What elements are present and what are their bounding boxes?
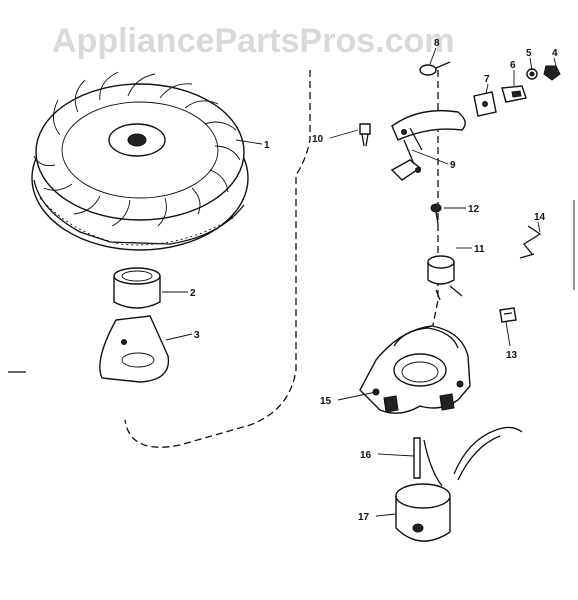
ignition-coil (395, 483, 451, 542)
callout-13: 13 (506, 350, 518, 361)
callout-5: 5 (526, 48, 532, 59)
flywheel (31, 71, 249, 251)
lead-wire-2 (457, 435, 501, 481)
callout-6: 6 (510, 60, 516, 71)
bracket-clip (501, 85, 527, 103)
wire (519, 225, 542, 259)
callout-4: 4 (552, 48, 558, 59)
callout-2: 2 (190, 288, 196, 299)
leader-lines (162, 47, 557, 517)
nut (543, 65, 561, 81)
callout-labels: 1 2 3 4 5 6 7 8 9 10 11 12 13 14 15 16 1… (190, 38, 558, 523)
screw-left (359, 123, 371, 147)
washer (526, 68, 538, 80)
callout-14: 14 (534, 212, 546, 223)
small-clip (499, 307, 517, 323)
callout-17: 17 (358, 512, 370, 523)
pin (413, 437, 443, 487)
condenser (427, 255, 463, 301)
pad (473, 91, 497, 117)
point-bracket (390, 109, 466, 181)
callout-3: 3 (194, 330, 200, 341)
watermark: AppliancePartsPros.com (52, 22, 454, 60)
screw (419, 61, 451, 76)
callout-10: 10 (312, 134, 324, 145)
screw-center (430, 203, 442, 225)
sleeve (113, 267, 161, 309)
callout-9: 9 (450, 160, 456, 171)
callout-7: 7 (484, 74, 490, 85)
callout-12: 12 (468, 204, 480, 215)
lead-wire (453, 426, 523, 475)
mounting-plate (359, 325, 471, 414)
callout-11: 11 (474, 244, 485, 255)
key-plate (99, 315, 170, 383)
assembly-guide-left (124, 70, 311, 448)
callout-15: 15 (320, 396, 332, 407)
callout-16: 16 (360, 450, 372, 461)
callout-8: 8 (434, 38, 440, 49)
callout-1: 1 (264, 140, 270, 151)
